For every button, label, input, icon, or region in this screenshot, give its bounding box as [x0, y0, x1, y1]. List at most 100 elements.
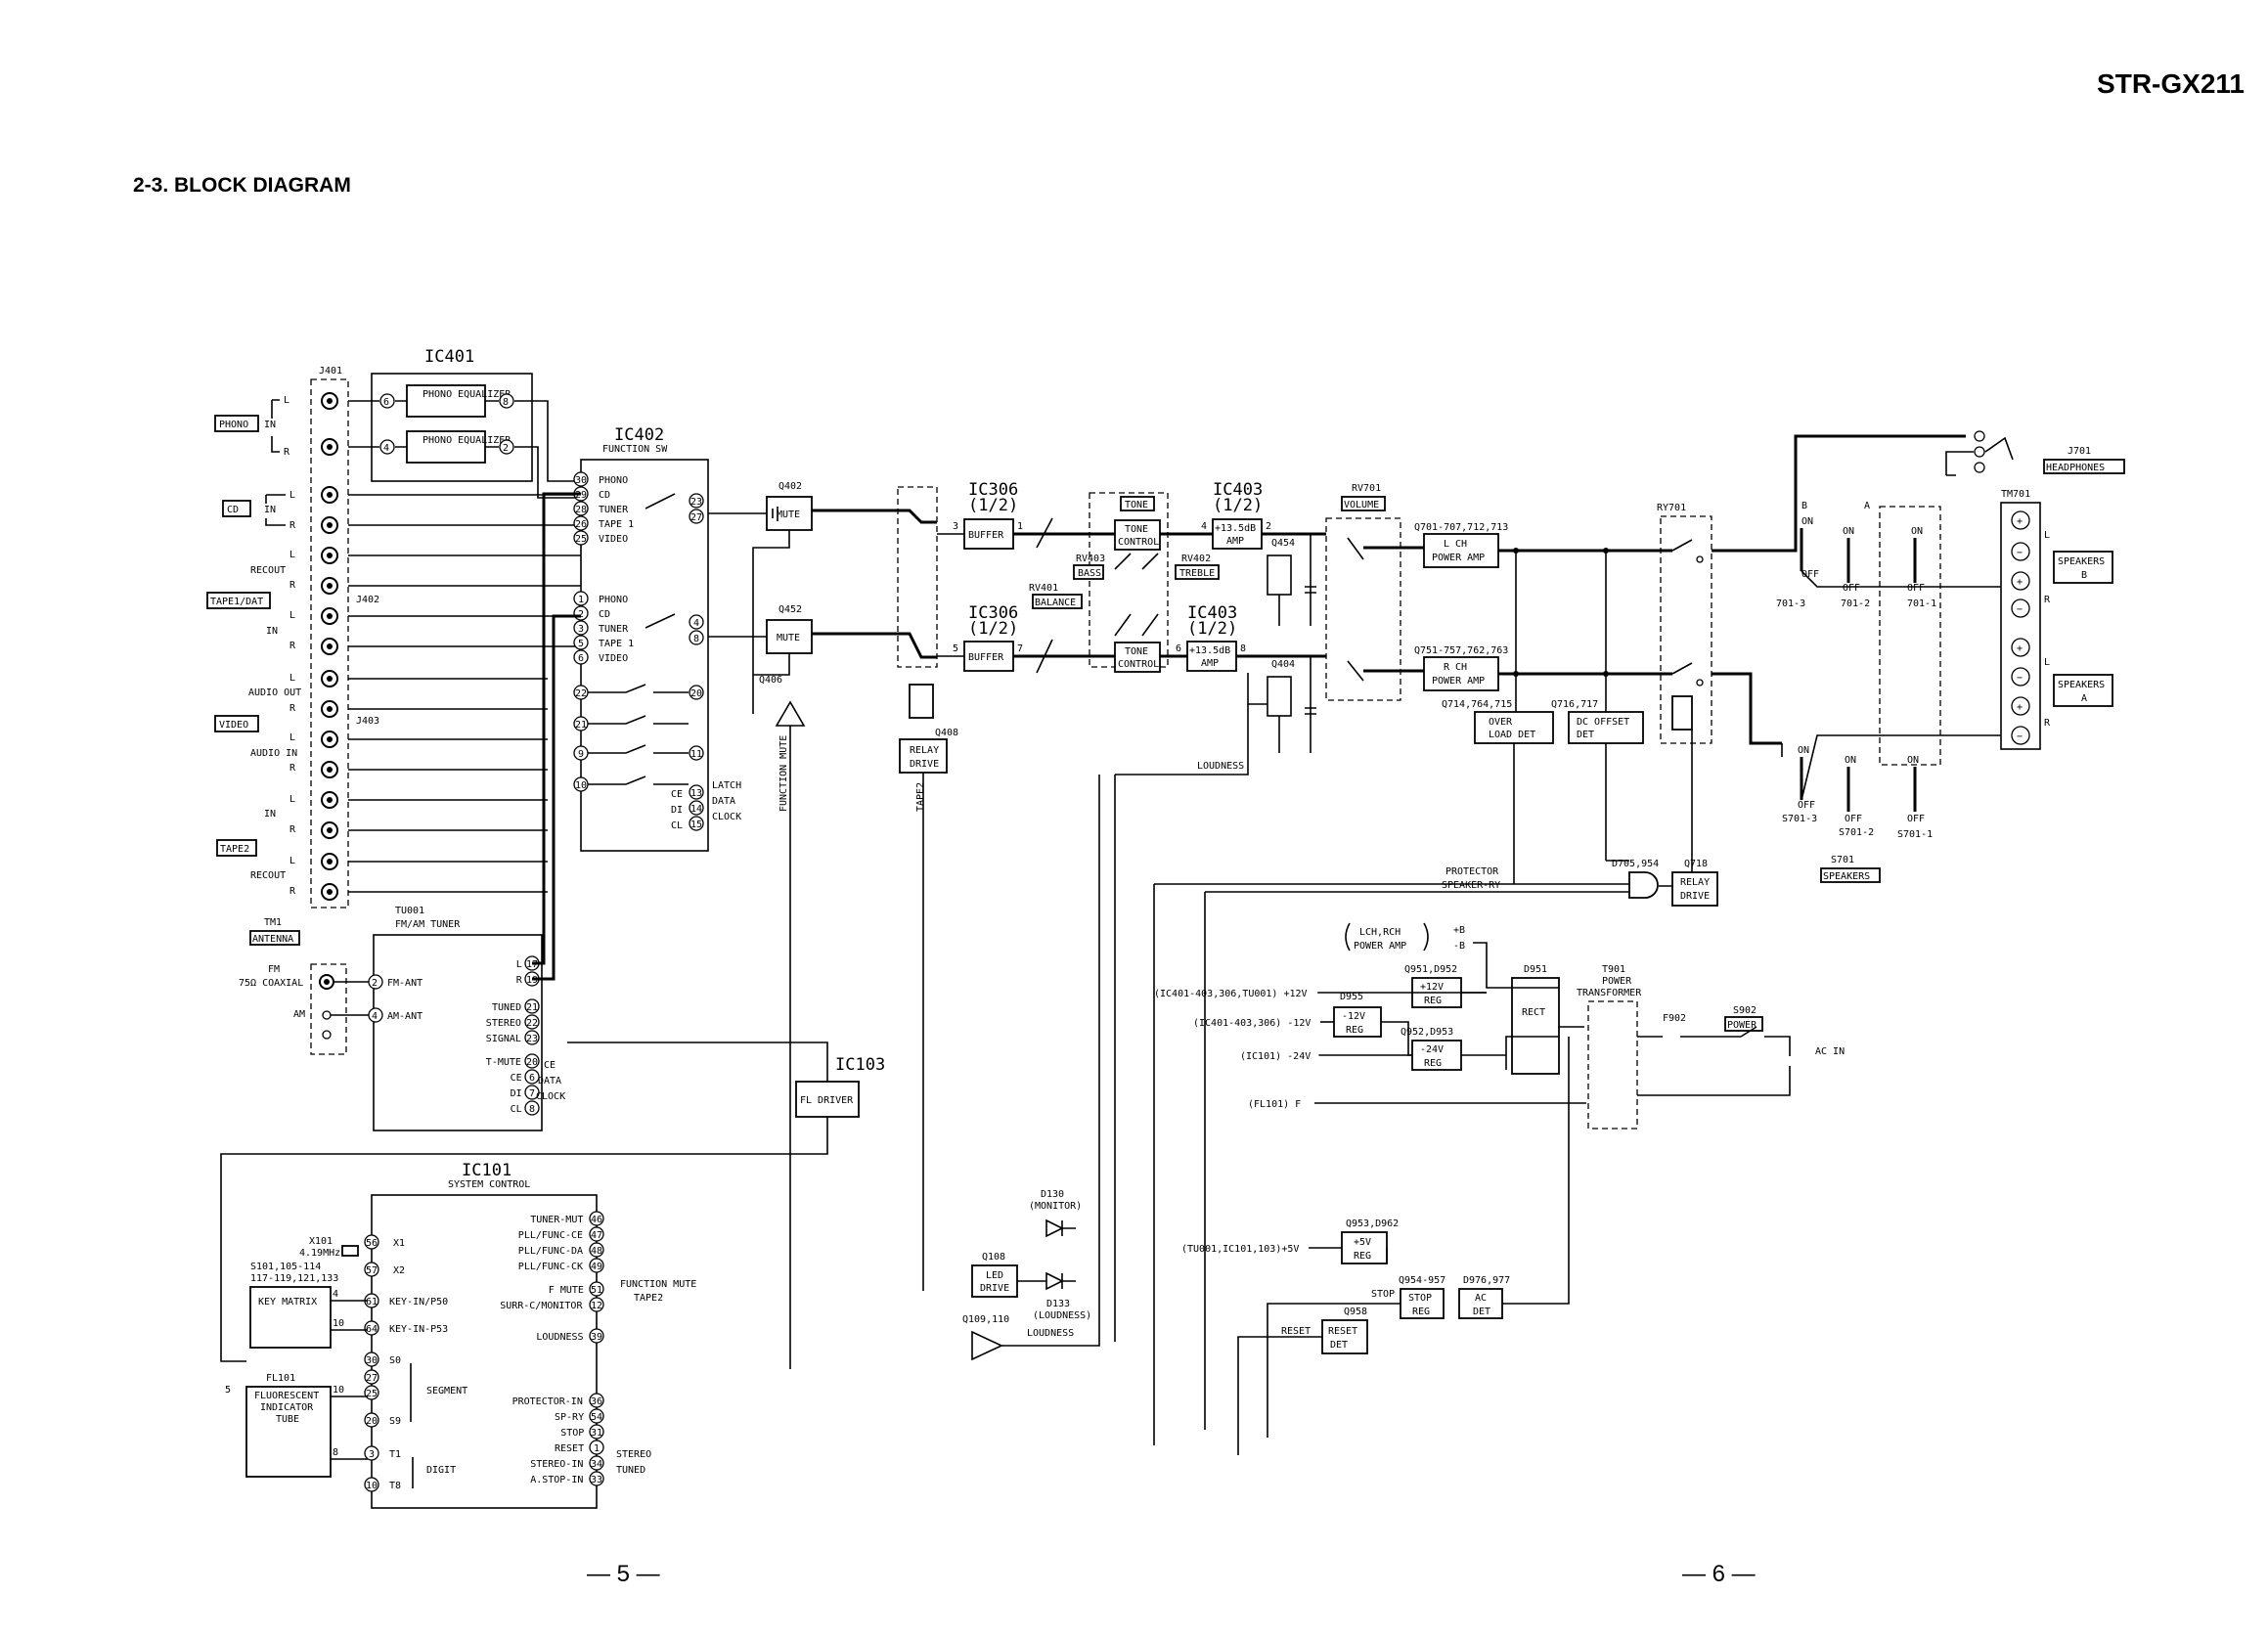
- antenna-label: ANTENNA: [252, 934, 293, 945]
- rca-jack-center-11: [327, 767, 333, 773]
- ic101-right-pin-4-number: 51: [591, 1285, 602, 1296]
- tape2-recout-label: RECOUT: [250, 870, 286, 881]
- ic402-right-pin-4-circle: [689, 685, 704, 700]
- q954-label: Q954-957: [1399, 1275, 1445, 1286]
- svg-text:1: 1: [1017, 521, 1023, 532]
- protector-label: PROTECTOR: [1445, 866, 1499, 877]
- tuner-tu001: TM1 ANTENNA FM 75Ω COAXIAL AM TU001 FM/A…: [239, 492, 581, 1131]
- rca-jack-center-13: [327, 827, 333, 833]
- tape2-rec-r: R: [289, 886, 296, 897]
- ic402-top-src-1: CD: [599, 490, 610, 501]
- ic101-right-label-10: RESET: [555, 1443, 584, 1454]
- svg-text:ON: ON: [1801, 516, 1813, 527]
- power-feed-1: (IC401-403,306) -12V: [1193, 1018, 1311, 1029]
- svg-text:S0: S0: [389, 1355, 401, 1366]
- tape2-vertical: TAPE2: [915, 782, 926, 812]
- rca-jack-center-9: [327, 706, 333, 712]
- svg-text:CE: CE: [544, 1060, 556, 1071]
- ic101-right-pin-3-number: 49: [591, 1262, 602, 1272]
- ic402-ctrl-pin-2-number: 15: [690, 820, 702, 830]
- speaker-terminal-sign-5: −: [2017, 673, 2023, 684]
- video-audio-in-label: AUDIO IN: [250, 748, 297, 759]
- tuner-label-5: T-MUTE: [486, 1057, 521, 1068]
- ic402-top-pin-1-number: 29: [575, 490, 587, 501]
- rv403-label: RV403: [1076, 554, 1105, 564]
- ic101-right-pin-12-circle: [589, 1471, 604, 1486]
- svg-text:4.19MHz: 4.19MHz: [299, 1248, 340, 1259]
- tape2-in-l: L: [289, 794, 295, 805]
- tape1-in-label: IN: [266, 626, 278, 637]
- svg-text:DRIVE: DRIVE: [980, 1283, 1009, 1294]
- svg-text:S9: S9: [389, 1416, 401, 1427]
- relay-drive-q408: RELAY DRIVE Q408 TAPE2: [897, 486, 958, 1291]
- svg-text:4: 4: [1201, 521, 1207, 532]
- ic402-right-pin-0-circle: [689, 493, 704, 509]
- ic402-bot-pin-1-number: 2: [578, 609, 584, 620]
- svg-text:6: 6: [383, 397, 389, 408]
- buffer-top: BUFFER: [968, 530, 1004, 541]
- tuner-label-8: CL: [511, 1104, 522, 1115]
- tuner-pin-5-circle: [524, 1053, 540, 1069]
- mute-top: MUTE: [777, 510, 800, 520]
- tuner-label-3: STEREO: [486, 1018, 521, 1029]
- svg-text:X2: X2: [393, 1265, 405, 1276]
- ic101-right-pin-10-number: 1: [594, 1443, 600, 1454]
- ic402-right-pin-4-number: 20: [690, 688, 702, 699]
- rca-jack-center-14: [327, 859, 333, 864]
- ic402-ctrl-pin-1-circle: [689, 800, 704, 816]
- svg-text:S701-1: S701-1: [1897, 829, 1933, 840]
- svg-text:FL DRIVER: FL DRIVER: [800, 1095, 854, 1106]
- ic101-right-pin-4-circle: [589, 1281, 604, 1297]
- svg-text:8: 8: [1240, 643, 1246, 654]
- svg-text:SPEAKERS: SPEAKERS: [2058, 680, 2105, 690]
- speaker-terminal-4: [2011, 638, 2030, 657]
- svg-text:DRIVE: DRIVE: [1680, 891, 1710, 902]
- svg-text:POWER AMP: POWER AMP: [1432, 676, 1485, 687]
- ic101-right-label-11: STEREO-IN: [530, 1459, 583, 1470]
- dc-q-label: Q716,717: [1551, 699, 1598, 710]
- ic401-phono-equalizer: IC401 PHONO EQUALIZER PHONO EQUALIZER 6 …: [348, 347, 581, 499]
- power-feed-0: (IC401-403,306,TU001) +12V: [1154, 989, 1308, 999]
- svg-text:STOP: STOP: [1371, 1289, 1395, 1300]
- svg-text:L: L: [2044, 657, 2050, 668]
- ic101-right-pin-9-number: 31: [591, 1428, 602, 1439]
- ic402-top-pin-0-circle: [573, 471, 589, 487]
- speaker-output: J701 HEADPHONES B ON OFF 701-3 701-2 701…: [1712, 430, 2125, 883]
- svg-text:RELAY: RELAY: [910, 745, 939, 756]
- ic402-top-pin-4-number: 25: [575, 534, 587, 545]
- balance-label: BALANCE: [1035, 598, 1076, 608]
- video-audio-out-label: AUDIO OUT: [248, 687, 301, 698]
- speaker-terminal-3: [2011, 598, 2030, 618]
- svg-text:ON: ON: [1798, 745, 1809, 756]
- svg-text:RESET: RESET: [1328, 1326, 1357, 1337]
- lch-q-label: Q701-707,712,713: [1414, 522, 1508, 533]
- q718-label: Q718: [1684, 859, 1708, 869]
- ic402-bot-pin-0-circle: [573, 591, 589, 606]
- ic402-bot-src-3: TAPE 1: [599, 639, 634, 649]
- svg-text:-24V: -24V: [1420, 1044, 1444, 1055]
- tuner-pin-3-circle: [524, 1014, 540, 1030]
- ic101-left-pin-8-circle: [364, 1445, 379, 1461]
- svg-text:REG: REG: [1412, 1307, 1430, 1317]
- speaker-terminal-sign-7: −: [2017, 731, 2023, 742]
- tuner-pin-2-circle: [524, 998, 540, 1014]
- svg-text:4: 4: [372, 1011, 378, 1022]
- tuner-pin-7-circle: [524, 1085, 540, 1100]
- ic402-right-pin-3-circle: [689, 630, 704, 645]
- tuner-pin-6-circle: [524, 1069, 540, 1085]
- rca-jack-center-6: [327, 613, 333, 619]
- ic101-left-pin-5-number: 27: [366, 1373, 378, 1384]
- svg-text:DI: DI: [671, 805, 683, 816]
- ic402-bot-src-1: CD: [599, 609, 610, 620]
- tape1-rec-r: R: [289, 580, 296, 591]
- ic101-right-pin-7-number: 36: [591, 1396, 602, 1407]
- ic101-left-pin-0-number: 56: [366, 1238, 378, 1249]
- d955-label: D955: [1340, 992, 1363, 1002]
- svg-text:CONTROL: CONTROL: [1118, 659, 1159, 670]
- svg-text:FM-ANT: FM-ANT: [387, 978, 422, 989]
- power-supply: LCH,RCH POWER AMP +B -B Q951,D952 +12V R…: [1154, 922, 1845, 1455]
- svg-text:117-119,121,133: 117-119,121,133: [250, 1273, 338, 1284]
- phono-l: L: [284, 395, 289, 406]
- phono-input-label: PHONO: [219, 420, 248, 430]
- svg-text:TUNED: TUNED: [616, 1465, 645, 1476]
